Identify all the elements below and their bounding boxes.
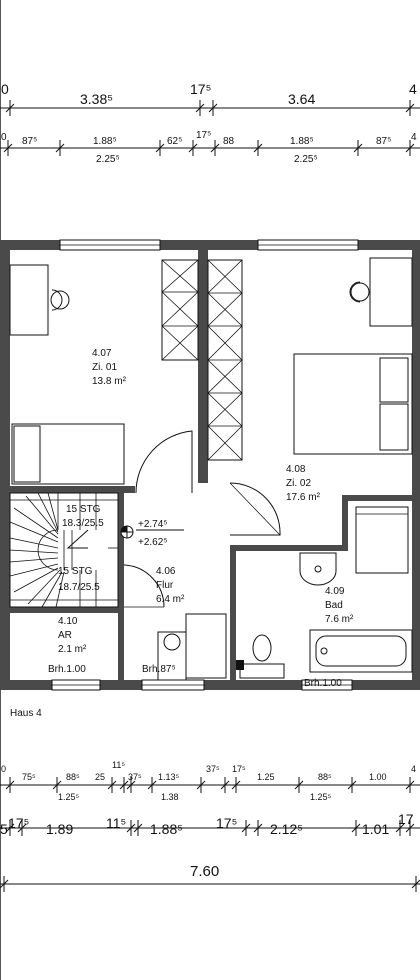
stair-lower-ratio: 18.7/25.5: [58, 582, 100, 593]
washbasin-bad: [299, 552, 337, 586]
bottom-dim-r1-8: 37⁵: [206, 764, 220, 774]
bottom-dim-r3-3: 1.89: [46, 821, 73, 837]
bottom-dim-r3-9: 17: [398, 811, 414, 827]
top-dim-r3-2: 2.25⁵: [294, 154, 318, 165]
bottom-dim-total: 7.60: [190, 863, 219, 880]
room-area-flur: 6.4 m²: [156, 594, 185, 605]
top-dim-r2-1: 0: [1, 132, 7, 143]
bottom-dim-r3-4: 11⁵: [106, 815, 126, 831]
bottom-dim-r3-2: 17⁵: [8, 815, 29, 831]
bathtub-bad: [309, 629, 413, 673]
top-dim-r2-4: 62⁵: [167, 136, 182, 147]
bottom-dim-r1-4: 25: [95, 772, 105, 782]
bottom-dim-r2-2: 1.38: [161, 792, 179, 802]
room-area-ar: 2.1 m²: [58, 644, 87, 655]
level-lower: +2.62⁵: [138, 537, 167, 548]
room-name-flur: Flur: [156, 580, 174, 591]
bottom-dim-r1-13: 4: [411, 764, 416, 774]
room-area-zi01: 13.8 m²: [92, 376, 127, 387]
bottom-dim-r1-1: 0: [1, 764, 6, 774]
bottom-dim-r1-10: 1.25: [257, 772, 275, 782]
top-dim-r3-1: 2.25⁵: [96, 154, 120, 165]
sill-ar: Brh.1.00: [48, 664, 86, 675]
staircase: [9, 492, 119, 608]
bottom-dim-r3-8: 1.01: [362, 821, 389, 837]
bottom-dim-r3-6: 17⁵: [216, 815, 237, 831]
stair-lower-count: 15 STG: [58, 566, 93, 577]
top-dim-r2-7: 1.88⁵: [290, 136, 314, 147]
room-label-zi02: 4.08 Zi. 02 17.6 m²: [286, 464, 321, 503]
top-dimension-chains: 0 3.38⁵ 17⁵ 3.64 4 0 87⁵ 1.88⁵ 62⁵ 17⁵ 8…: [0, 81, 420, 165]
top-dim-2: 3.38⁵: [80, 91, 113, 107]
room-name-ar: AR: [58, 630, 72, 641]
house-label: Haus 4: [10, 708, 42, 719]
top-dim-r2-5: 17⁵: [196, 130, 211, 141]
room-label-ar: 4.10 AR 2.1 m²: [58, 616, 87, 655]
walls: [0, 240, 420, 690]
bed-zi01: [11, 423, 125, 485]
top-dim-r2-2: 87⁵: [22, 136, 37, 147]
bottom-dim-r1-5: 11⁵: [112, 760, 125, 770]
room-area-bad: 7.6 m²: [325, 614, 354, 625]
stair-upper-count: 15 STG: [66, 504, 101, 515]
room-name-zi02: Zi. 02: [286, 478, 311, 489]
bottom-dim-r1-3: 88⁵: [66, 772, 80, 782]
desk-zi02: [349, 257, 413, 327]
bottom-dimension-chains: 0 75⁵ 88⁵ 25 11⁵ 37⁵ 1.13⁵ 37⁵ 17⁵ 1.25 …: [0, 760, 420, 892]
level-upper: +2.74⁵: [138, 519, 167, 530]
top-dim-3: 17⁵: [190, 81, 211, 97]
level-marker: [120, 525, 184, 539]
bottom-dim-r1-11: 88⁵: [318, 772, 332, 782]
room-number-flur: 4.06: [156, 566, 176, 577]
bottom-dim-r1-2: 75⁵: [22, 772, 36, 782]
room-label-zi01: 4.07 Zi. 01 13.8 m²: [92, 348, 127, 387]
bottom-dim-r3-7: 2.12⁵: [270, 821, 303, 837]
radiator-ar: [185, 613, 227, 679]
top-dim-r2-9: 4: [411, 132, 417, 143]
room-number-zi02: 4.08: [286, 464, 306, 475]
top-dim-r2-8: 87⁵: [376, 136, 391, 147]
bottom-dim-r1-12: 1.00: [369, 772, 387, 782]
bottom-dim-r3-5: 1.88⁵: [150, 821, 183, 837]
room-number-zi01: 4.07: [92, 348, 112, 359]
room-area-zi02: 17.6 m²: [286, 492, 321, 503]
wardrobe-zi02: [207, 259, 243, 461]
desk-zi01: [9, 264, 70, 336]
bottom-dim-r2-3: 1.25⁵: [310, 792, 332, 802]
sill-bad: Brh.1.00: [304, 678, 342, 689]
windows-top: [59, 239, 359, 251]
top-dim-4: 3.64: [288, 91, 315, 107]
bottom-dim-r1-7: 1.13⁵: [158, 772, 180, 782]
bottom-dim-r3-1: 5: [0, 821, 8, 837]
stair-upper-ratio: 18.3/25.5: [62, 518, 104, 529]
bed-zi02: [293, 353, 413, 455]
doors: [123, 430, 281, 608]
bottom-dim-r1-9: 17⁵: [232, 764, 246, 774]
room-number-bad: 4.09: [325, 586, 345, 597]
room-label-bad: 4.09 Bad 7.6 m²: [325, 586, 354, 625]
room-number-ar: 4.10: [58, 616, 78, 627]
toilet-bad: [236, 634, 285, 679]
top-dim-1: 0: [1, 81, 9, 97]
top-dim-r2-6: 88: [223, 136, 235, 147]
top-dim-5: 4: [409, 81, 417, 97]
sill-flur: Brh.87⁵: [142, 664, 176, 675]
washer-ar: [157, 631, 187, 681]
top-dim-r2-3: 1.88⁵: [93, 136, 117, 147]
room-name-zi01: Zi. 01: [92, 362, 117, 373]
room-name-bad: Bad: [325, 600, 343, 611]
room-label-flur: 4.06 Flur 6.4 m²: [156, 566, 185, 605]
bottom-dim-r2-1: 1.25⁵: [58, 792, 80, 802]
shower-bad: [355, 506, 409, 574]
wardrobe-zi01: [161, 259, 199, 361]
bottom-dim-r1-6: 37⁵: [128, 772, 142, 782]
